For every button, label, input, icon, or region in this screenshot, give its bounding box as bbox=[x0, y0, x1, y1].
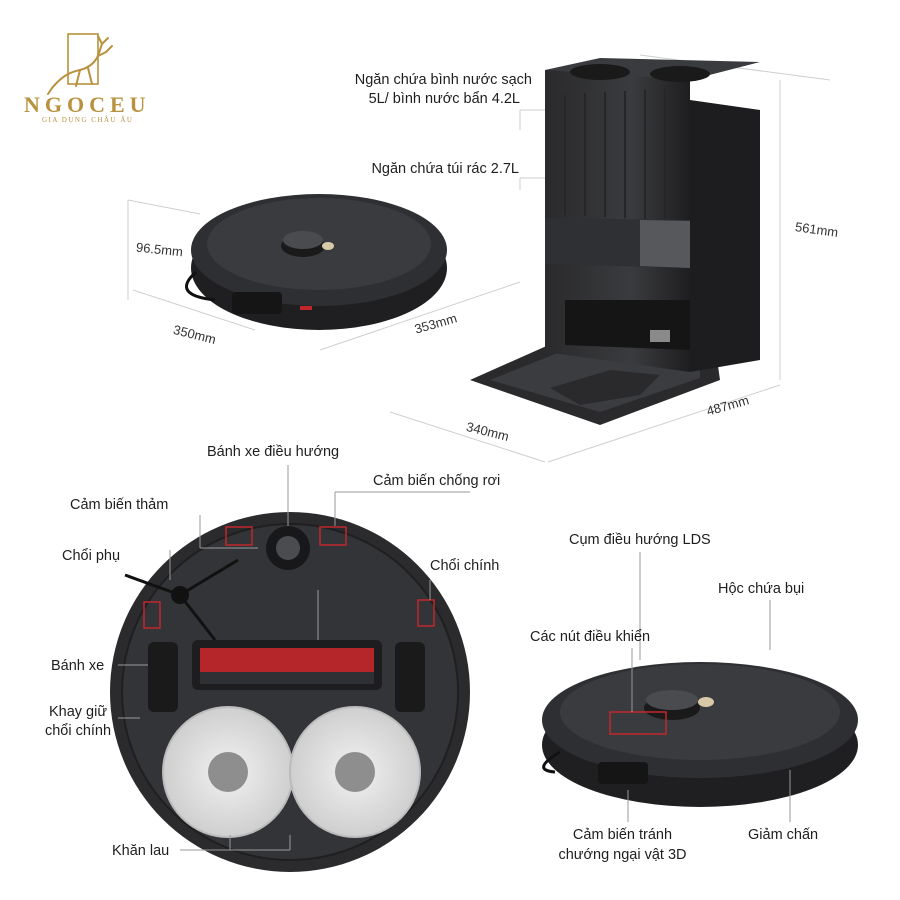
label-steering-wheel: Bánh xe điều hướng bbox=[207, 444, 340, 460]
label-main-brush: Chổi chính bbox=[430, 558, 500, 574]
label-wheel: Bánh xe bbox=[51, 658, 105, 674]
label-brush-holder-2: chổi chính bbox=[44, 723, 112, 739]
dust-bag-label: Ngăn chứa túi rác 2.7L bbox=[371, 161, 519, 177]
label-lds: Cụm điều hướng LDS bbox=[569, 532, 711, 548]
deer-icon bbox=[47, 35, 113, 95]
leader-lines-bottom bbox=[118, 465, 470, 851]
brand-tagline: GIA DỤNG CHÂU ÂU bbox=[42, 116, 134, 124]
brand-name: NGOCEU bbox=[24, 92, 151, 117]
label-brush-holder-1: Khay giữ bbox=[48, 704, 108, 720]
leader-lines-side bbox=[627, 552, 791, 822]
robot-bottom-view bbox=[110, 512, 470, 872]
label-mop: Khăn lau bbox=[112, 843, 170, 859]
label-bumper: Giảm chấn bbox=[748, 827, 819, 843]
label-obstacle-2: chướng ngại vật 3D bbox=[558, 847, 687, 863]
water-tank-label-2: 5L/ bình nước bẩn 4.2L bbox=[368, 91, 520, 107]
label-cliff-sensor: Cảm biến chống rơi bbox=[373, 473, 501, 489]
brand-logo bbox=[47, 33, 113, 95]
robot-3d-view bbox=[185, 194, 447, 330]
robot-side-view bbox=[542, 662, 858, 807]
docking-station bbox=[470, 58, 760, 425]
dimension-guides-robot bbox=[127, 199, 521, 351]
label-obstacle-1: Cảm biến tránh bbox=[572, 827, 673, 843]
water-tank-label-1: Ngăn chứa bình nước sạch bbox=[354, 72, 532, 88]
label-controls: Các nút điều khiển bbox=[530, 629, 651, 645]
label-side-brush: Chổi phụ bbox=[62, 548, 121, 564]
label-dustbin: Hộc chứa bụi bbox=[718, 581, 805, 597]
label-carpet-sensor: Cảm biến thảm bbox=[70, 497, 169, 513]
logo-frame bbox=[67, 33, 99, 85]
